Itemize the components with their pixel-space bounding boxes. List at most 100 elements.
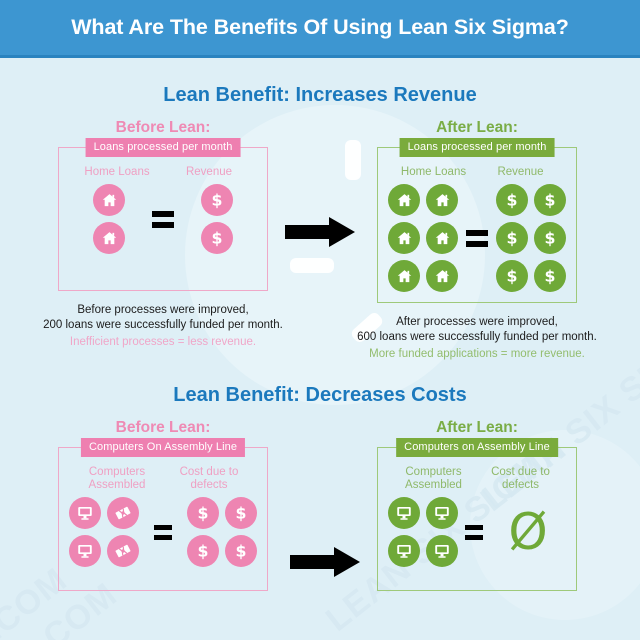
svg-text:$: $ <box>545 267 556 285</box>
label-cost-due-to-defects: Cost due to defects <box>491 466 550 491</box>
panel-body: $ $ <box>67 184 259 254</box>
panel-after-computers: Computers on Assembly Line Computers Ass… <box>377 438 577 591</box>
svg-text:$: $ <box>236 542 247 560</box>
dollar-icon: $ <box>496 184 528 216</box>
home-icon <box>388 222 420 254</box>
before-lean-heading: Before Lean: <box>115 119 211 136</box>
computer-icon <box>388 497 420 529</box>
dollar-icon: $ <box>187 535 219 567</box>
section-revenue-columns: Before Lean: Loans processed per month H… <box>0 107 640 362</box>
null-icon: Ø <box>508 503 548 561</box>
page-title: What Are The Benefits Of Using Lean Six … <box>71 15 569 39</box>
panel-badge: Computers on Assembly Line <box>396 438 558 457</box>
dollar-icon: $ <box>225 497 257 529</box>
dollar-icon: $ <box>201 184 233 216</box>
home-icon-group <box>388 184 458 292</box>
panel-badge: Loans processed per month <box>399 138 555 157</box>
arrow-right-icon <box>290 545 360 579</box>
computer-icon <box>426 497 458 529</box>
computer-icon-group <box>388 497 458 567</box>
panel-badge: Computers On Assembly Line <box>80 438 246 457</box>
column-after-revenue: After Lean: Loans processed per month Ho… <box>332 107 622 362</box>
panel-badge: Loans processed per month <box>85 138 241 157</box>
label-revenue: Revenue <box>497 166 544 178</box>
home-icon <box>388 260 420 292</box>
before-lean-heading: Before Lean: <box>115 419 211 436</box>
caption-line-2: 600 loans were successfully funded per m… <box>357 331 597 343</box>
section-costs-columns: Before Lean: Computers On Assembly Line … <box>0 407 640 591</box>
label-computers-assembled: Computers Assembled <box>405 466 462 491</box>
caption-line-1: Before processes were improved, <box>77 304 249 316</box>
computer-defect-group <box>69 497 139 567</box>
equals-sign <box>465 524 483 540</box>
panel-body: Ø <box>386 497 568 567</box>
panel-before-loans: Loans processed per month Home Loans Rev… <box>58 138 268 291</box>
home-icon <box>93 184 125 216</box>
after-lean-heading: After Lean: <box>436 419 518 436</box>
caption-line-1: After processes were improved, <box>396 316 558 328</box>
dollar-icon: $ <box>201 222 233 254</box>
defect-icon <box>107 497 139 529</box>
section-title-costs: Lean Benefit: Decreases Costs <box>173 384 467 406</box>
panel-body: $ $ $ $ <box>67 497 259 567</box>
panel-labels: Home Loans Revenue <box>67 166 259 179</box>
caption-line-2: 200 loans were successfully funded per m… <box>43 319 283 331</box>
home-icon <box>93 222 125 254</box>
column-before-costs: Before Lean: Computers On Assembly Line … <box>18 407 308 591</box>
label-home-loans: Home Loans <box>400 166 467 178</box>
equals-sign <box>154 524 172 540</box>
after-lean-heading: After Lean: <box>436 119 518 136</box>
dollar-icon: $ <box>534 184 566 216</box>
label-revenue: Revenue <box>185 166 233 178</box>
dollar-icon-group: $ $ $ $ <box>187 497 257 567</box>
svg-text:$: $ <box>507 267 518 285</box>
caption-hint: More funded applications = more revenue. <box>369 348 585 360</box>
svg-text:$: $ <box>545 229 556 247</box>
dollar-icon: $ <box>225 535 257 567</box>
dollar-icon: $ <box>534 260 566 292</box>
svg-text:$: $ <box>212 229 223 247</box>
panel-before-computers: Computers On Assembly Line Computers Ass… <box>58 438 268 591</box>
dollar-icon: $ <box>496 222 528 254</box>
computer-icon <box>388 535 420 567</box>
svg-text:$: $ <box>198 542 209 560</box>
section-title-revenue: Lean Benefit: Increases Revenue <box>163 84 477 106</box>
home-icon <box>388 184 420 216</box>
svg-text:$: $ <box>545 191 556 209</box>
dollar-icon-group: $ $ $ $ $ $ <box>496 184 566 292</box>
header-bar: What Are The Benefits Of Using Lean Six … <box>0 0 640 58</box>
panel-body: $ $ $ $ $ $ <box>386 184 568 292</box>
dollar-icon-group: $ $ <box>201 184 233 254</box>
dollar-icon: $ <box>496 260 528 292</box>
computer-icon <box>69 535 101 567</box>
panel-labels: Computers Assembled Cost due to defects <box>386 466 568 492</box>
caption-hint: Inefficient processes = less revenue. <box>69 336 257 348</box>
home-icon-group <box>93 184 125 254</box>
column-before-revenue: Before Lean: Loans processed per month H… <box>18 107 308 362</box>
panel-labels: Computers Assembled Cost due to defects <box>67 466 259 492</box>
label-computers-assembled: Computers Assembled <box>88 466 146 491</box>
column-after-costs: After Lean: Computers on Assembly Line C… <box>332 407 622 591</box>
home-icon <box>426 222 458 254</box>
dollar-icon: $ <box>187 497 219 529</box>
svg-text:$: $ <box>236 504 247 522</box>
computer-icon <box>426 535 458 567</box>
svg-text:$: $ <box>212 191 223 209</box>
equals-sign <box>152 210 174 228</box>
arrow-right-icon <box>285 215 355 249</box>
home-icon <box>426 260 458 292</box>
panel-after-loans: Loans processed per month Home Loans Rev… <box>377 138 577 303</box>
caption-before-revenue: Before processes were improved, 200 loan… <box>18 303 308 350</box>
svg-text:$: $ <box>507 191 518 209</box>
caption-after-revenue: After processes were improved, 600 loans… <box>332 315 622 362</box>
computer-icon <box>69 497 101 529</box>
label-cost-due-to-defects: Cost due to defects <box>179 466 239 491</box>
label-home-loans: Home Loans <box>84 166 150 178</box>
svg-text:$: $ <box>198 504 209 522</box>
home-icon <box>426 184 458 216</box>
null-icon-wrap: Ø <box>490 507 566 557</box>
dollar-icon: $ <box>534 222 566 254</box>
defect-icon <box>107 535 139 567</box>
svg-text:$: $ <box>507 229 518 247</box>
